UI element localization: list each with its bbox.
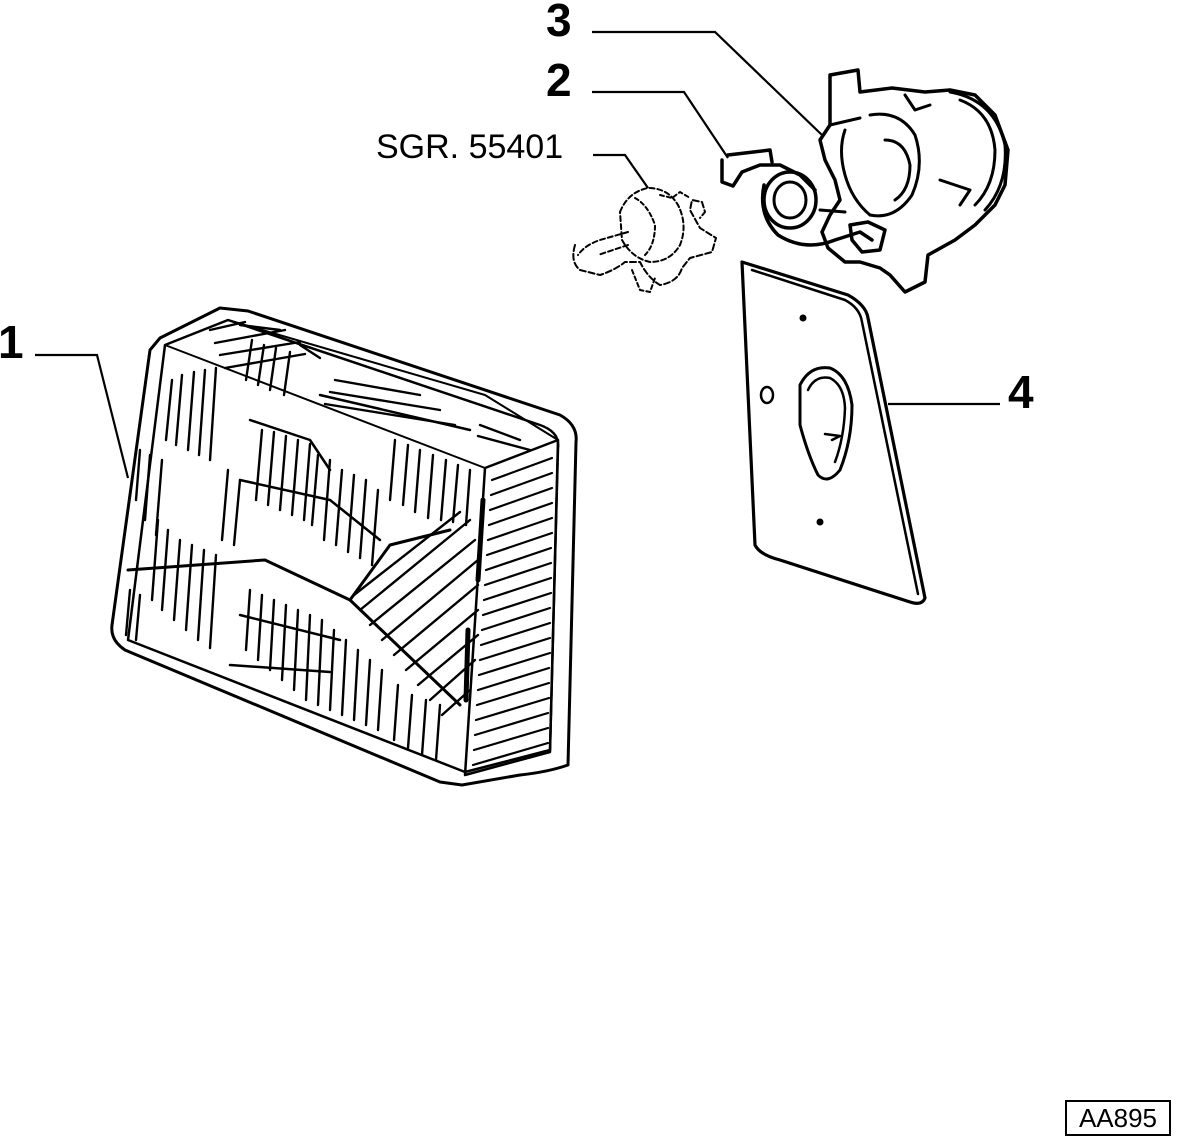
part-4-gasket [740, 260, 927, 605]
leader-line-1 [35, 353, 130, 479]
leader-line-reference [593, 153, 649, 189]
leader-line-2 [592, 90, 729, 159]
part-2-clip [720, 148, 887, 254]
callout-3: 3 [546, 0, 572, 46]
leader-line-3 [592, 30, 823, 136]
callout-2: 2 [546, 54, 572, 106]
callout-4: 4 [1008, 366, 1034, 418]
part-3-socket [818, 68, 1010, 294]
drawing-code-box: AA895 [1065, 1100, 1171, 1136]
bulb-illustration [572, 187, 717, 293]
part-1-headlamp [110, 306, 578, 787]
callout-1: 1 [0, 316, 24, 368]
reference-label: SGR. 55401 [376, 128, 563, 166]
leader-lines [35, 30, 1000, 479]
